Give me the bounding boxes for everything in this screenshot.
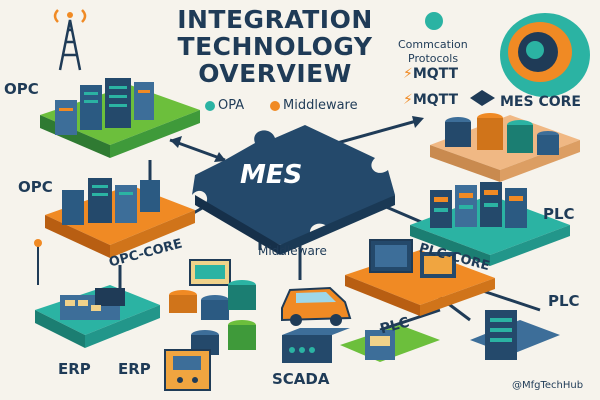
label-mes-core: MES CORE (500, 94, 581, 110)
mqtt-label-2: ⚡MQTT (403, 92, 458, 108)
legend-opa-label: OPA (218, 98, 245, 113)
opc-top-platform (40, 78, 200, 158)
title-line-3: OVERVIEW (198, 59, 352, 88)
erp-platform (35, 285, 160, 348)
label-erp-right: ERP (118, 360, 151, 378)
gear-icon (270, 100, 280, 111)
mqtt-icon: ⚡ (403, 66, 413, 82)
label-plc-lower: PLC (548, 292, 580, 310)
title-line-2: TECHNOLOGY (177, 32, 373, 61)
mqtt-label-1: ⚡MQTT (403, 66, 458, 82)
label-erp-left: ERP (58, 360, 91, 378)
protocols-heading-line-1: Commcation (398, 38, 468, 51)
opc-core-platform (45, 178, 195, 258)
erp-device (164, 349, 211, 391)
car-icon (281, 286, 352, 326)
mes-hub-label: MES (240, 160, 303, 190)
check-icon (205, 100, 215, 111)
mqtt-icon: ⚡ (403, 92, 413, 108)
label-scada: SCADA (272, 370, 330, 388)
label-middleware: Middleware (258, 244, 327, 258)
monitor-icon (369, 239, 456, 278)
legend-middleware: Middleware (270, 98, 358, 113)
title-line-1: INTEGRATION (177, 5, 373, 34)
arrowhead (170, 136, 182, 148)
scada-device (282, 328, 350, 363)
label-opc-top: OPC (4, 80, 39, 98)
author-handle: @MfgTechHub (512, 380, 584, 391)
antenna-icon (34, 239, 42, 285)
page-title: INTEGRATION TECHNOLOGY OVERVIEW (150, 6, 400, 87)
protocols-heading-line-2: Protocols (408, 52, 459, 65)
arrowhead (214, 152, 226, 162)
radio-tower-icon (53, 9, 87, 71)
mqtt-text-1: MQTT (412, 66, 459, 82)
mes-core-mini-icon (470, 90, 495, 106)
concentric-ring-icon (500, 13, 590, 97)
protocol-badge-icon (425, 12, 443, 30)
plc-server-platform (410, 182, 570, 266)
mes-core-platform (430, 113, 580, 182)
plc-bottom-device (340, 325, 440, 362)
puzzle-piece-icon (192, 125, 395, 255)
legend-middleware-label: Middleware (283, 98, 358, 113)
mqtt-text-2: MQTT (412, 92, 459, 108)
label-plc-right: PLC (543, 205, 575, 223)
legend-opa: OPA (205, 98, 244, 113)
plc-lower-server (470, 310, 560, 360)
arrowhead (412, 116, 424, 128)
label-opc-mid: OPC (18, 178, 53, 196)
database-cluster (169, 259, 256, 355)
